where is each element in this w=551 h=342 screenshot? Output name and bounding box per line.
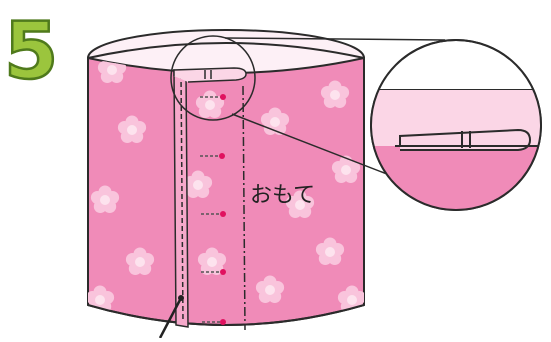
- magnifier-circle-icon: [170, 35, 256, 121]
- step-number: 5: [3, 6, 60, 99]
- zoom-detail: [370, 39, 542, 211]
- sewing-pin-icon: [201, 269, 226, 275]
- zoom-connector-lines: [224, 37, 446, 177]
- sewing-pin-icon: [201, 211, 226, 217]
- stitch-line-left: [180, 73, 184, 323]
- pins: [200, 94, 226, 325]
- seam-strip: [173, 67, 247, 331]
- sewing-pin-icon: [200, 94, 226, 100]
- sewing-pin-icon: [202, 319, 226, 325]
- sewing-pin-icon: [200, 153, 225, 159]
- stitch-line-right: [242, 85, 246, 331]
- cylinder-back-rim: [87, 42, 365, 59]
- leader-line: [158, 295, 184, 339]
- cylinder-body: [87, 56, 365, 326]
- side-label: おもて: [250, 183, 315, 208]
- step-number-text: 5: [4, 7, 58, 97]
